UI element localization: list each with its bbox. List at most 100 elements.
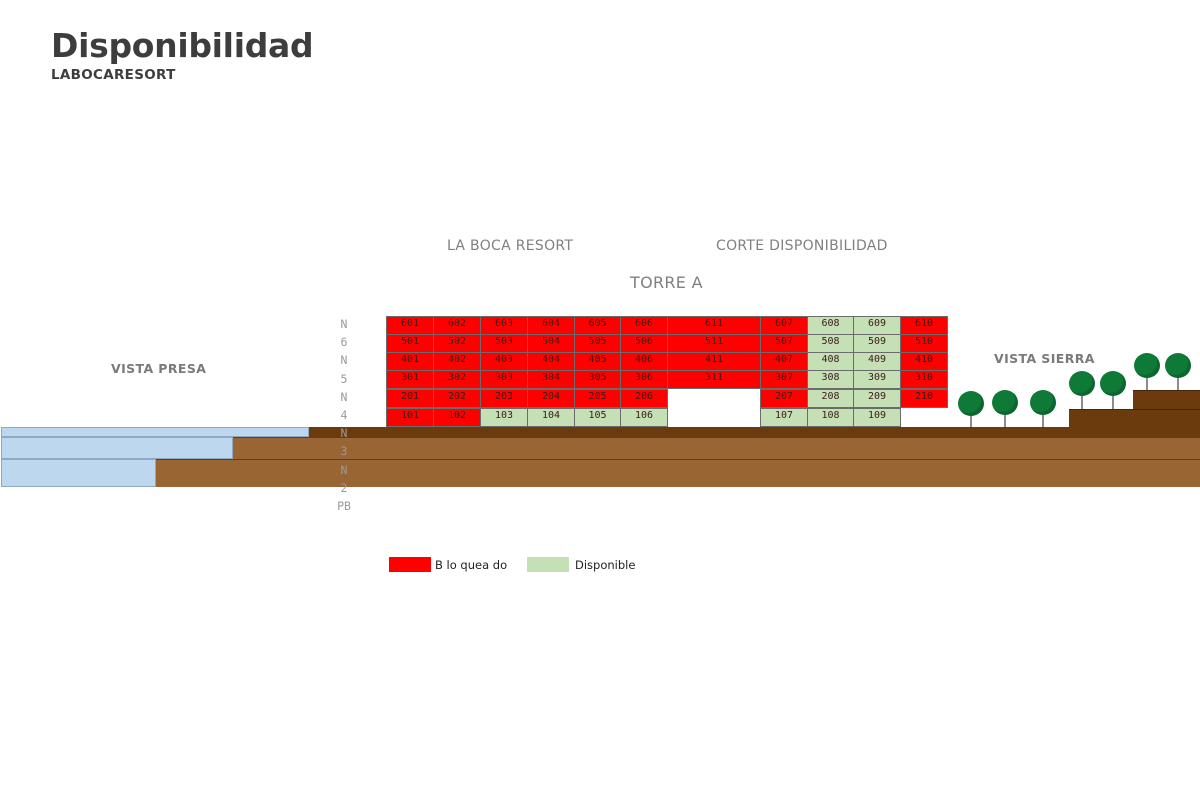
unit-209[interactable]: 209	[853, 389, 901, 408]
tree-icon	[1069, 371, 1095, 396]
unit-202[interactable]: 202	[433, 389, 481, 408]
unit-602[interactable]: 602	[433, 316, 481, 335]
unit-205[interactable]: 205	[574, 389, 621, 408]
level-label: N	[340, 353, 348, 368]
unit-303[interactable]: 303	[480, 370, 528, 389]
unit-510[interactable]: 510	[900, 334, 948, 353]
page-subtitle: LABOCARESORT	[51, 67, 176, 83]
unit-504[interactable]: 504	[527, 334, 575, 353]
water-upper	[1, 427, 309, 437]
level-label: N	[340, 389, 348, 404]
unit-411[interactable]: 411	[667, 352, 761, 371]
unit-603[interactable]: 603	[480, 316, 528, 335]
tree-trunk	[1004, 414, 1006, 427]
unit-206[interactable]: 206	[620, 389, 668, 408]
tree-trunk	[1112, 395, 1114, 409]
unit-606[interactable]: 606	[620, 316, 668, 335]
unit-406[interactable]: 406	[620, 352, 668, 371]
tree-icon	[992, 390, 1018, 415]
tree-icon	[1134, 353, 1160, 378]
level-label: 6	[340, 335, 348, 350]
unit-511[interactable]: 511	[667, 334, 761, 353]
view-left-label: VISTA PRESA	[111, 361, 207, 376]
section-heading: CORTE DISPONIBILIDAD	[716, 238, 888, 254]
unit-409[interactable]: 409	[853, 352, 901, 371]
unit-201[interactable]: 201	[386, 389, 434, 408]
unit-507[interactable]: 507	[760, 334, 808, 353]
legend-blocked-swatch	[389, 557, 431, 572]
unit-203[interactable]: 203	[480, 389, 528, 408]
unit-311[interactable]: 311	[667, 370, 761, 389]
unit-607[interactable]: 607	[760, 316, 808, 335]
unit-501[interactable]: 501	[386, 334, 434, 353]
unit-210[interactable]: 210	[900, 389, 948, 408]
legend-blocked-label: B lo quea do	[435, 558, 508, 572]
ground-layer-n3	[233, 437, 1200, 459]
unit-204[interactable]: 204	[527, 389, 575, 408]
unit-605[interactable]: 605	[574, 316, 621, 335]
tree-trunk	[970, 414, 972, 427]
unit-609[interactable]: 609	[853, 316, 901, 335]
unit-305[interactable]: 305	[574, 370, 621, 389]
unit-307[interactable]: 307	[760, 370, 808, 389]
unit-109[interactable]: 109	[853, 408, 901, 427]
water-middle	[1, 437, 233, 459]
unit-608[interactable]: 608	[807, 316, 854, 335]
tree-trunk	[1081, 395, 1083, 409]
view-right-label: VISTA SIERRA	[994, 351, 1095, 366]
unit-407[interactable]: 407	[760, 352, 808, 371]
unit-105[interactable]: 105	[574, 408, 621, 427]
unit-207[interactable]: 207	[760, 389, 808, 408]
tree-icon	[958, 391, 984, 416]
level-label: N	[340, 426, 348, 441]
unit-304[interactable]: 304	[527, 370, 575, 389]
legend-available-swatch	[527, 557, 569, 572]
tree-trunk	[1042, 414, 1044, 427]
unit-508[interactable]: 508	[807, 334, 854, 353]
unit-308[interactable]: 308	[807, 370, 854, 389]
unit-309[interactable]: 309	[853, 370, 901, 389]
tower-heading: TORRE A	[630, 273, 703, 292]
unit-302[interactable]: 302	[433, 370, 481, 389]
unit-301[interactable]: 301	[386, 370, 434, 389]
unit-103[interactable]: 103	[480, 408, 528, 427]
tree-icon	[1100, 371, 1126, 396]
unit-402[interactable]: 402	[433, 352, 481, 371]
unit-604[interactable]: 604	[527, 316, 575, 335]
unit-306[interactable]: 306	[620, 370, 668, 389]
level-label: N	[340, 317, 348, 331]
unit-310[interactable]: 310	[900, 370, 948, 389]
unit-509[interactable]: 509	[853, 334, 901, 353]
unit-610[interactable]: 610	[900, 316, 948, 335]
unit-107[interactable]: 107	[760, 408, 808, 427]
water-lower	[1, 459, 156, 487]
unit-102[interactable]: 102	[433, 408, 481, 427]
unit-503[interactable]: 503	[480, 334, 528, 353]
project-heading: LA BOCA RESORT	[447, 238, 574, 254]
tree-icon	[1030, 390, 1056, 415]
unit-410[interactable]: 410	[900, 352, 948, 371]
unit-408[interactable]: 408	[807, 352, 854, 371]
unit-401[interactable]: 401	[386, 352, 434, 371]
unit-403[interactable]: 403	[480, 352, 528, 371]
unit-108[interactable]: 108	[807, 408, 854, 427]
unit-611[interactable]: 611	[667, 316, 761, 335]
page-title: Disponibilidad	[51, 26, 314, 65]
unit-101[interactable]: 101	[386, 408, 434, 427]
level-label: 5	[340, 371, 348, 386]
unit-601[interactable]: 601	[386, 316, 434, 335]
unit-106[interactable]: 106	[620, 408, 668, 427]
unit-502[interactable]: 502	[433, 334, 481, 353]
unit-405[interactable]: 405	[574, 352, 621, 371]
terrain-step-high	[1133, 390, 1200, 409]
unit-104[interactable]: 104	[527, 408, 575, 427]
unit-208[interactable]: 208	[807, 389, 854, 408]
terrain-step-low	[1069, 409, 1200, 427]
unit-404[interactable]: 404	[527, 352, 575, 371]
tree-icon	[1165, 353, 1191, 378]
unit-506[interactable]: 506	[620, 334, 668, 353]
level-label: PB	[337, 498, 351, 513]
unit-505[interactable]: 505	[574, 334, 621, 353]
level-label: 3	[340, 444, 348, 459]
